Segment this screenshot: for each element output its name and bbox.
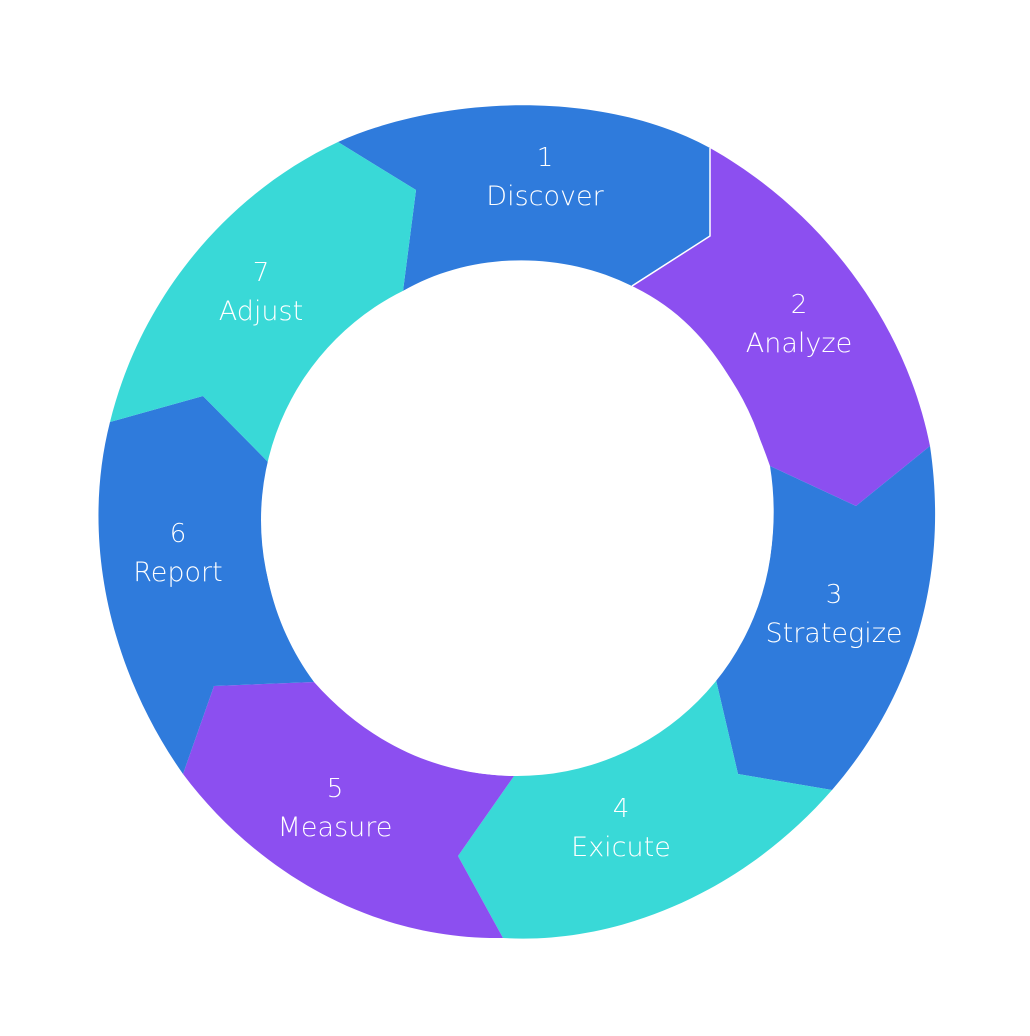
step-3-label: Strategize — [765, 618, 902, 649]
step-7-number: 7 — [253, 258, 270, 288]
step-4-label: Exicute — [571, 832, 671, 863]
step-1-label: Discover — [486, 181, 604, 212]
step-2-label: Analyze — [746, 328, 852, 359]
segment-2-analyze — [632, 148, 930, 506]
segment-4-exicute — [458, 680, 832, 939]
step-5-number: 5 — [327, 774, 344, 804]
segment-1-discover — [338, 105, 710, 292]
segment-3-strategize — [716, 446, 936, 790]
segment-6-report — [98, 396, 314, 774]
segment-separator — [631, 148, 711, 287]
step-4-number: 4 — [613, 794, 630, 824]
segment-5-measure — [183, 682, 514, 939]
step-3-number: 3 — [826, 580, 843, 610]
step-7-label: Adjust — [219, 296, 303, 327]
segment-7-adjust — [110, 142, 416, 462]
inner-circle — [261, 264, 773, 776]
step-2-number: 2 — [791, 290, 808, 320]
step-5-label: Measure — [278, 812, 393, 843]
step-6-label: Report — [133, 557, 223, 588]
step-6-number: 6 — [170, 519, 187, 549]
step-1-number: 1 — [537, 143, 554, 173]
